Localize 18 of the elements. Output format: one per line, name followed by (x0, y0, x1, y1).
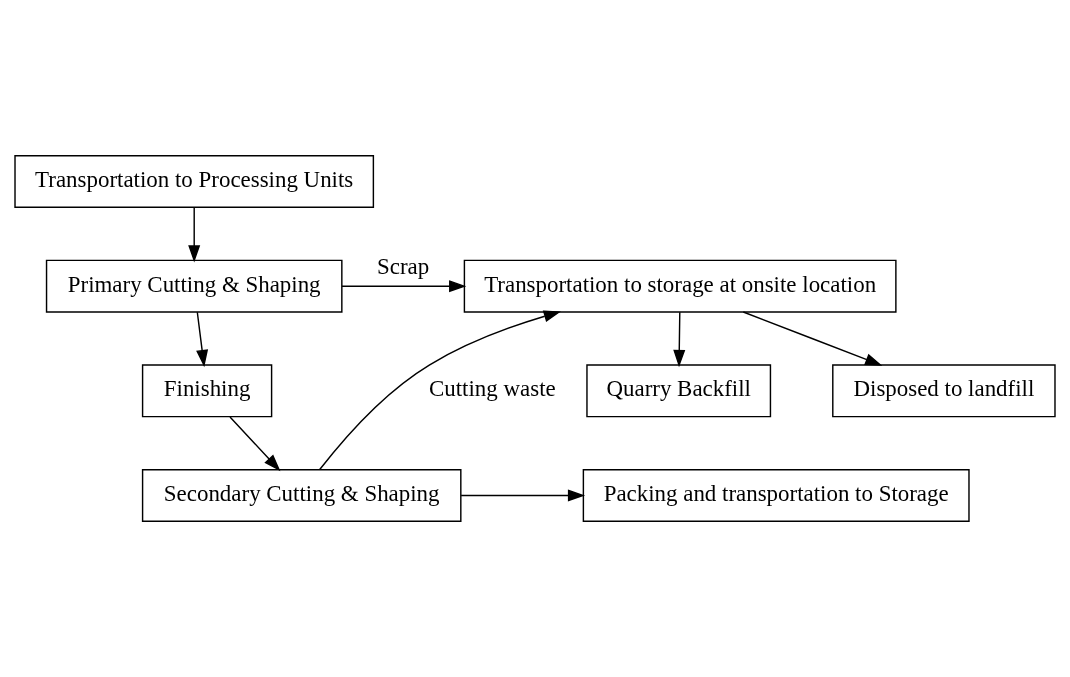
node-box: Quarry Backfill (586, 364, 772, 418)
arrow (196, 311, 209, 368)
node-box: Primary Cutting & Shaping (45, 259, 343, 313)
node-box: Packing and transportation to Storage (582, 468, 970, 522)
node-box: Transportation to Processing Units (14, 155, 375, 209)
node-box: Transportation to storage at onsite location (463, 259, 897, 313)
arrow (188, 206, 201, 263)
edge-label: Cutting waste (429, 376, 556, 402)
node-box: Finishing (141, 364, 273, 418)
node-box: Disposed to landfill (832, 364, 1056, 418)
arrow (673, 311, 686, 368)
arrow (742, 311, 883, 366)
edge-label: Scrap (377, 254, 430, 280)
arrow (229, 416, 281, 472)
arrow (319, 310, 561, 471)
arrow (460, 489, 586, 502)
node-box: Secondary Cutting & Shaping (141, 468, 462, 522)
arrow (341, 280, 467, 293)
